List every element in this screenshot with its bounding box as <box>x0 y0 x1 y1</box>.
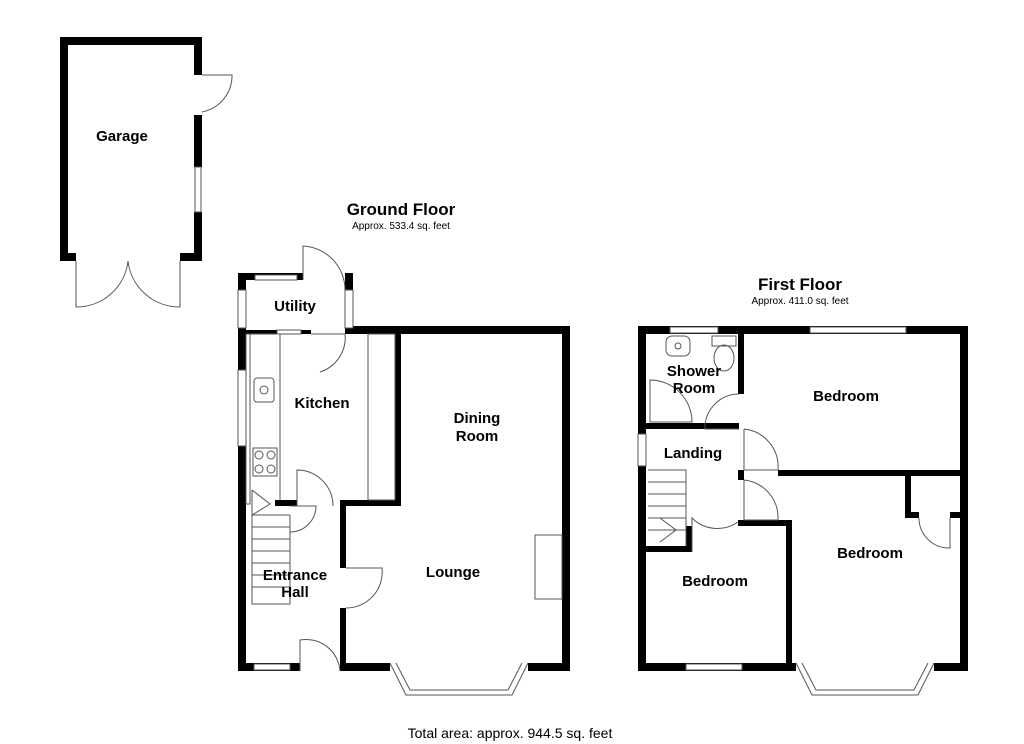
shower-door <box>704 393 740 430</box>
first-wall-bottom-right <box>934 663 968 671</box>
bed1-bed2-wall <box>778 470 960 476</box>
ground-floor-area: Approx. 533.4 sq. feet <box>352 221 450 232</box>
first-floor-plan <box>637 326 968 696</box>
ground-wall-right <box>562 326 570 671</box>
bedroom-label-3: Bedroom <box>682 573 748 590</box>
first-wall-right <box>960 326 968 671</box>
shower-tray <box>649 379 693 423</box>
lounge-label: Lounge <box>426 564 480 581</box>
garage-plan <box>60 37 233 308</box>
garage-wall-top <box>60 37 202 45</box>
bedroom1-door <box>743 428 779 471</box>
utility-window-top <box>254 274 298 281</box>
shower-room-label-line2: Room <box>673 380 716 397</box>
first-floor-title: First Floor <box>758 275 842 294</box>
bedroom-window-bottom <box>685 663 743 671</box>
kitchen-hall-wall <box>275 500 297 506</box>
bedroom-window-top <box>809 326 907 334</box>
landing-label: Landing <box>664 445 722 462</box>
stairs-bed3-wall-left <box>646 546 688 552</box>
first-wall-top <box>638 326 968 334</box>
dining-room-label-line1: Dining <box>454 410 501 427</box>
landing-window <box>637 433 647 467</box>
garage-side-door <box>201 74 233 113</box>
utility-window-left <box>237 289 247 329</box>
kitchen-hall-door <box>296 469 334 507</box>
under-stairs-door <box>289 505 317 533</box>
entrance-hall-label-line2: Hall <box>281 584 309 601</box>
lounge-bay-window <box>389 662 529 696</box>
kitchen-sink <box>253 377 275 403</box>
toilet-bowl <box>713 344 735 372</box>
total-area: Total area: approx. 944.5 sq. feet <box>408 725 613 741</box>
cupboard-door <box>918 517 951 549</box>
bedroom-label-1: Bedroom <box>813 388 879 405</box>
lounge-door <box>345 567 383 609</box>
utility-back-door <box>302 245 346 291</box>
ground-floor-plan <box>237 245 570 696</box>
dining-room-label-line2: Room <box>456 428 499 445</box>
garage-door-left <box>75 260 129 308</box>
lounge-hall-wall-upper <box>340 500 346 568</box>
kitchen-window-small <box>276 329 302 335</box>
utility-kitchen-door <box>311 333 346 373</box>
garage-wall-right-lower <box>194 212 202 261</box>
shower-room-label-line1: Shower <box>667 363 721 380</box>
garage-wall-left <box>60 37 68 261</box>
lounge-wall-bottom-left <box>340 663 390 671</box>
ground-wall-left <box>238 273 246 671</box>
kitchen-label: Kitchen <box>294 395 349 412</box>
bedroom-label-2: Bedroom <box>837 545 903 562</box>
dining-cupboard <box>367 333 396 501</box>
hall-window-bottom <box>253 663 291 671</box>
bedroom2-door <box>743 479 779 521</box>
shower-bed1-wall <box>738 334 744 394</box>
lounge-hall-wall-top <box>340 500 401 506</box>
first-wall-left <box>638 326 646 671</box>
ground-stairs <box>251 489 291 605</box>
lounge-hall-wall-lower <box>340 608 346 671</box>
garage-door-right <box>127 260 181 308</box>
cupboard-wall <box>905 476 911 518</box>
shower-landing-wall <box>646 423 739 429</box>
front-door <box>299 638 341 672</box>
dining-wall-top <box>345 326 570 334</box>
garage-wall-bottom-left <box>60 253 76 261</box>
ground-floor-title: Ground Floor <box>347 200 456 219</box>
utility-label: Utility <box>274 298 316 315</box>
lounge-wall-bottom-right <box>528 663 570 671</box>
kitchen-hob <box>252 447 278 477</box>
dining-kitchen-wall <box>395 334 401 504</box>
first-floor-area: Approx. 411.0 sq. feet <box>751 296 848 307</box>
garage-wall-bottom-right <box>180 253 202 261</box>
garage-window <box>194 166 202 213</box>
bed3-landing-wall <box>738 520 788 526</box>
shower-basin <box>665 335 691 357</box>
lounge-fireplace <box>534 534 563 600</box>
floor-titles: Ground Floor Approx. 533.4 sq. feet Firs… <box>347 200 849 741</box>
bed3-bed2-wall <box>786 520 792 671</box>
kitchen-window-left <box>237 369 247 447</box>
room-labels: Garage Utility Kitchen Dining Room Loung… <box>96 128 903 601</box>
bedroom-bay-window <box>795 662 935 696</box>
shower-window <box>669 326 719 334</box>
entrance-hall-label-line1: Entrance <box>263 567 327 584</box>
garage-wall-right-mid <box>194 115 202 167</box>
garage-label: Garage <box>96 128 148 145</box>
toilet-cistern <box>711 335 737 347</box>
utility-window-right <box>344 289 354 329</box>
garage-wall-right-upper <box>194 37 202 75</box>
bedroom3-door <box>691 516 739 552</box>
first-stairs <box>648 469 687 546</box>
